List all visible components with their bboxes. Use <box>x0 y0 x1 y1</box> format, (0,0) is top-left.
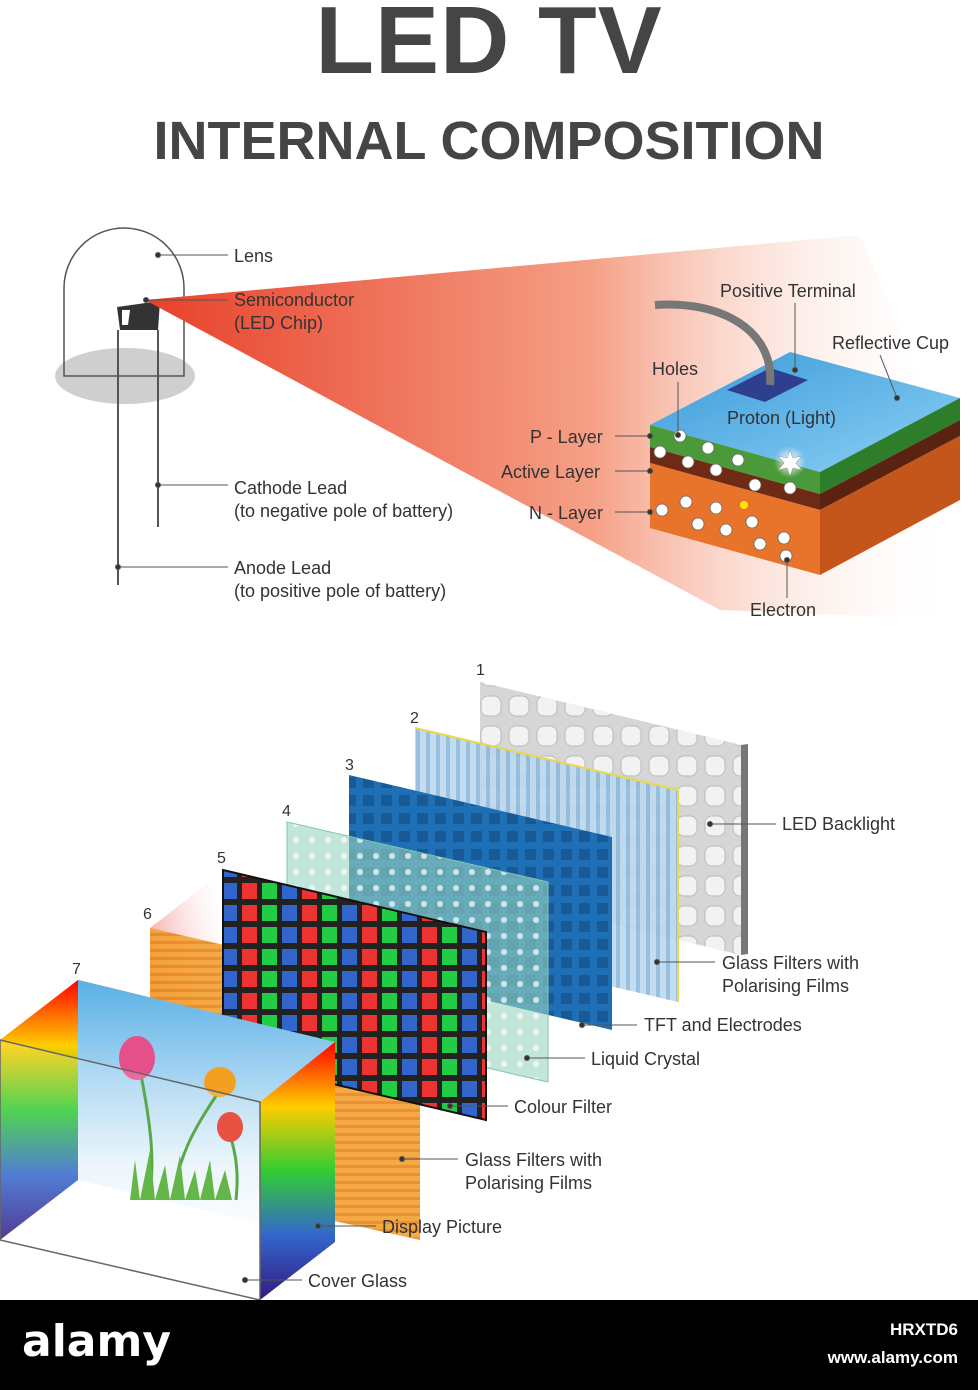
label-semiconductor-line2: (LED Chip) <box>234 313 324 333</box>
layer-number-1: 1 <box>476 662 485 679</box>
layer-number-6: 6 <box>143 906 152 923</box>
label-holes: Holes <box>652 359 699 379</box>
layer-number-2: 2 <box>410 710 419 727</box>
flower-picture <box>119 1036 243 1201</box>
label-glass-filters-front-line1: Glass Filters with <box>465 1150 603 1170</box>
label-cathode-line2: (to negative pole of battery) <box>234 501 454 521</box>
stock-url: www.alamy.com <box>827 1348 958 1367</box>
label-positive-terminal: Positive Terminal <box>720 281 856 301</box>
label-colour-filter: Colour Filter <box>514 1097 613 1117</box>
led-bulb <box>55 227 195 585</box>
label-anode-lead: Anode Lead (to positive pole of battery) <box>234 557 446 603</box>
label-anode-line1: Anode Lead <box>234 558 332 578</box>
label-glass-filters-front: Glass Filters with Polarising Films <box>465 1149 602 1195</box>
panel-leaders <box>242 821 776 1283</box>
layer-number-7: 7 <box>72 961 81 978</box>
layer-number-4: 4 <box>282 803 291 820</box>
watermark-footer <box>0 1300 978 1390</box>
layer-number-5: 5 <box>217 850 226 867</box>
stock-code: HRXTD6 <box>889 1320 958 1339</box>
page-title: LED TV <box>315 0 663 94</box>
label-anode-line2: (to positive pole of battery) <box>234 581 447 601</box>
panel-display <box>0 980 335 1300</box>
chip-leaders <box>615 303 900 598</box>
alamy-logo: alamy <box>22 1316 171 1367</box>
diagram-canvas <box>0 227 960 1300</box>
label-glass-filters-back: Glass Filters with Polarising Films <box>722 952 859 998</box>
label-semiconductor: Semiconductor (LED Chip) <box>234 289 354 335</box>
label-cover-glass: Cover Glass <box>308 1271 408 1291</box>
label-cathode-line1: Cathode Lead <box>234 478 348 498</box>
label-active-layer: Active Layer <box>501 462 601 482</box>
label-tft: TFT and Electrodes <box>644 1015 802 1035</box>
label-n-layer: N - Layer <box>529 503 604 523</box>
label-reflective-cup: Reflective Cup <box>832 333 950 353</box>
led-chip-cube <box>650 300 960 575</box>
label-proton: Proton (Light) <box>727 408 837 428</box>
label-glass-filters-front-line2: Polarising Films <box>465 1173 593 1193</box>
label-semiconductor-line1: Semiconductor <box>234 290 355 310</box>
label-lens: Lens <box>234 246 274 266</box>
label-electron: Electron <box>750 600 817 620</box>
label-cathode-lead: Cathode Lead (to negative pole of batter… <box>234 477 453 523</box>
led-leaders <box>115 252 228 570</box>
layer-number-3: 3 <box>345 757 354 774</box>
label-glass-filters-back-line2: Polarising Films <box>722 976 850 996</box>
page-subtitle: INTERNAL COMPOSITION <box>153 111 825 171</box>
label-p-layer: P - Layer <box>530 427 603 447</box>
label-liquid-crystal: Liquid Crystal <box>591 1049 701 1069</box>
label-led-backlight: LED Backlight <box>782 814 896 834</box>
label-display-picture: Display Picture <box>382 1217 503 1237</box>
label-glass-filters-back-line1: Glass Filters with <box>722 953 860 973</box>
